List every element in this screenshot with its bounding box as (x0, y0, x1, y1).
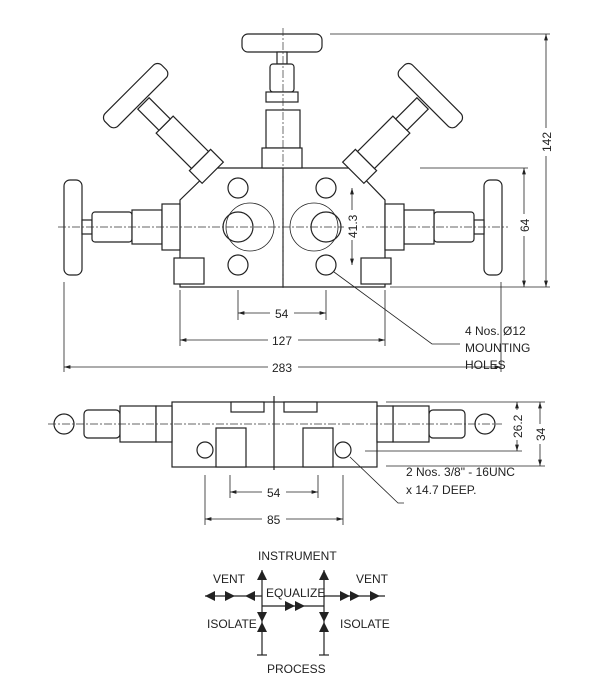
dim-142: 142 (540, 132, 554, 152)
label-equalize: EQUALIZE (266, 586, 325, 600)
mounting-callout-1: 4 Nos. Ø12 (465, 324, 526, 338)
mounting-callout-3: HOLES (465, 358, 506, 372)
dim-26-2: 26.2 (511, 414, 525, 438)
valve-symbols (205, 570, 380, 632)
dim-85: 85 (267, 513, 281, 527)
bottom-left-valve (53, 405, 173, 443)
label-process: PROCESS (267, 662, 326, 676)
right-plug (360, 257, 392, 285)
label-isolate-right: ISOLATE (340, 617, 390, 631)
flow-schematic: INSTRUMENT VENT VENT EQUALIZE ISOLATE IS… (205, 549, 390, 676)
left-valve (63, 179, 181, 276)
left-plug (173, 257, 205, 285)
dim-54-bottom: 54 (267, 486, 281, 500)
tap-callout-2: x 14.7 DEEP. (406, 483, 477, 497)
dim-41-3: 41.3 (346, 214, 360, 238)
front-view: 142 64 41.3 54 127 283 4 Nos. Ø12 MOUNTI… (58, 28, 554, 375)
right-valve (384, 179, 503, 276)
dim-54-front: 54 (275, 307, 289, 321)
tap-callout-1: 2 Nos. 3/8" - 16UNC (406, 465, 515, 479)
mounting-callout-2: MOUNTING (465, 341, 530, 355)
top-right-valve (341, 62, 464, 185)
bottom-view: 26.2 34 54 85 2 Nos. 3/8" - 16UNC x 14.7… (48, 396, 548, 527)
dim-34: 34 (534, 427, 548, 441)
label-isolate-left: ISOLATE (207, 617, 257, 631)
dim-127: 127 (272, 334, 292, 348)
dim-64: 64 (518, 218, 532, 232)
label-instrument: INSTRUMENT (258, 549, 337, 563)
dim-283: 283 (272, 361, 292, 375)
top-left-valve (102, 62, 225, 185)
top-valve (241, 33, 323, 169)
label-vent-right: VENT (356, 572, 389, 586)
label-vent-left: VENT (213, 572, 246, 586)
mounting-holes (227, 177, 337, 276)
